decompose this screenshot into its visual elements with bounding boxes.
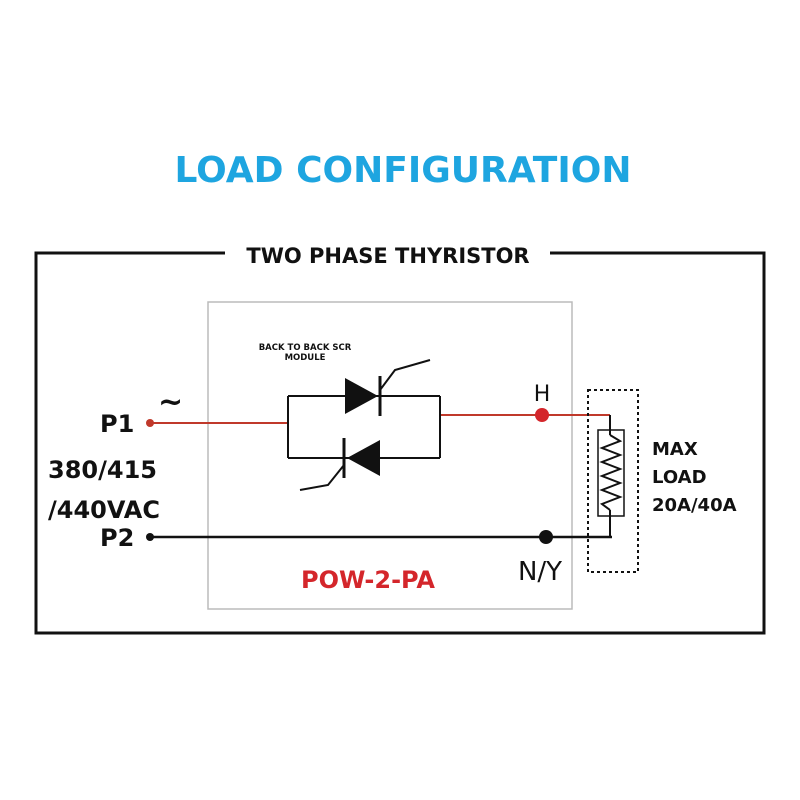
load-label-line3: 20A/40A [652,495,737,516]
p2-terminal [146,533,154,541]
h-label: H [534,382,551,407]
p2-label: P2 [100,524,134,552]
ny-label: N/Y [518,557,562,587]
load-resistor-icon [597,415,625,537]
load-label-line2: LOAD [652,467,707,488]
module-box [207,301,573,610]
load-enclosure [587,389,639,573]
scr-bottom-icon [299,438,380,491]
model-label: POW-2-PA [301,566,435,594]
ny-terminal [539,530,553,544]
supply-voltage-line1: 380/415 [48,456,157,484]
supply-voltage-line2: /440VAC [48,496,160,524]
outer-frame [34,251,766,635]
ac-symbol: ~ [158,385,183,420]
h-terminal [535,408,549,422]
module-label-2: MODULE [285,353,326,363]
module-label: BACK TO BACK SCR [259,343,352,353]
load-label-line1: MAX [652,439,698,460]
frame-title: TWO PHASE THYRISTOR [246,244,529,268]
hot-wire [150,414,610,424]
p1-label: P1 [100,410,134,438]
p1-terminal [146,419,154,427]
scr-top-icon [345,359,431,416]
page-title: LOAD CONFIGURATION [175,150,632,191]
